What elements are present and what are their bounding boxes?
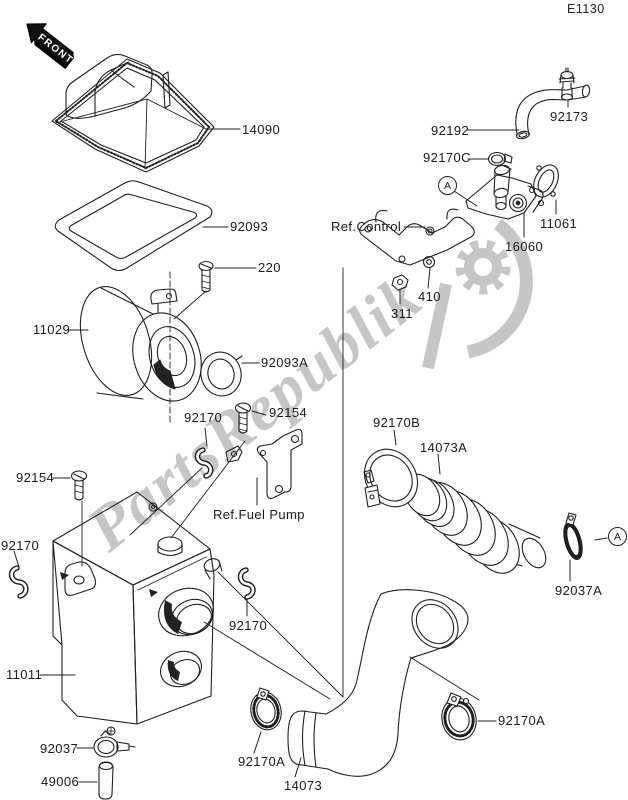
part-220-screw [198,260,214,293]
part-14073-duct [287,589,469,777]
part-label-92170b: 92170B [373,415,421,430]
control-bracket [359,208,475,266]
part-label-92093a: 92093A [261,355,309,370]
detail-circle-a-right: A [608,527,627,546]
part-11029-filter-element [79,286,202,402]
part-92173-fitting [558,67,576,101]
part-14073a-bellows [403,473,547,574]
watermark-gear-icon [422,218,533,370]
part-311-nut [391,274,409,291]
part-92154-bolt-left [70,470,88,501]
part-92154-bolt-mid [234,402,252,434]
part-label-92093: 92093 [230,219,269,234]
part-label-92154-mid: 92154 [269,405,308,420]
part-label-49006: 49006 [41,774,80,789]
part-label-92170-right: 92170 [229,618,268,633]
part-label-92170a-right: 92170A [498,713,546,728]
front-arrow-icon: FRONT [26,23,75,70]
part-label-11029: 11029 [33,322,71,337]
ref-fuel-pump-label: Ref.Fuel Pump [213,507,305,522]
part-label-410: 410 [418,289,441,304]
part-92170-clamp-right [237,567,256,600]
part-14090-cover [51,53,215,173]
part-label-92170c: 92170C [423,150,471,165]
part-92170-clamp-mid [194,447,214,479]
part-92037-clamp [93,730,136,758]
part-label-311: 311 [391,306,413,321]
ref-control-label: Ref.Control [331,219,402,234]
part-92037a-clamp [563,512,583,561]
leader-lines [13,100,608,783]
part-label-92154-left: 92154 [16,470,55,485]
detail-circle-a-top: A [438,176,457,195]
part-label-14073: 14073 [284,778,323,793]
part-92170a-clamp-right [441,692,477,741]
part-label-220: 220 [258,260,281,275]
part-label-11011: 11011 [6,667,43,682]
page-code: E1130 [567,2,605,16]
part-410-washer [422,255,436,269]
part-16060-valve [465,164,545,220]
part-label-11061: 11061 [540,216,578,231]
part-label-92170a-left: 92170A [238,754,286,769]
part-label-16060: 16060 [505,239,544,254]
part-11011-case [52,491,223,736]
part-label-14090: 14090 [242,122,281,137]
fuel-pump-bracket [225,428,303,499]
part-label-92037a: 92037A [555,583,603,598]
part-label-92170-mid: 92170 [184,410,223,425]
part-49006-boot [98,761,114,800]
part-92170a-clamp-left [250,687,282,731]
part-label-92037: 92037 [40,741,79,756]
assembly-lines [81,267,344,700]
part-label-92170-left: 92170 [1,538,40,553]
part-92170-clamp-left [8,565,29,599]
part-label-92192: 92192 [431,123,470,138]
part-label-14073a: 14073A [420,440,468,455]
part-label-92173: 92173 [550,109,589,124]
part-92170b-clamp [363,448,419,508]
part-11061-gasket [533,164,559,198]
part-92093-gasket [54,180,213,272]
part-92093a-seal [200,351,243,397]
